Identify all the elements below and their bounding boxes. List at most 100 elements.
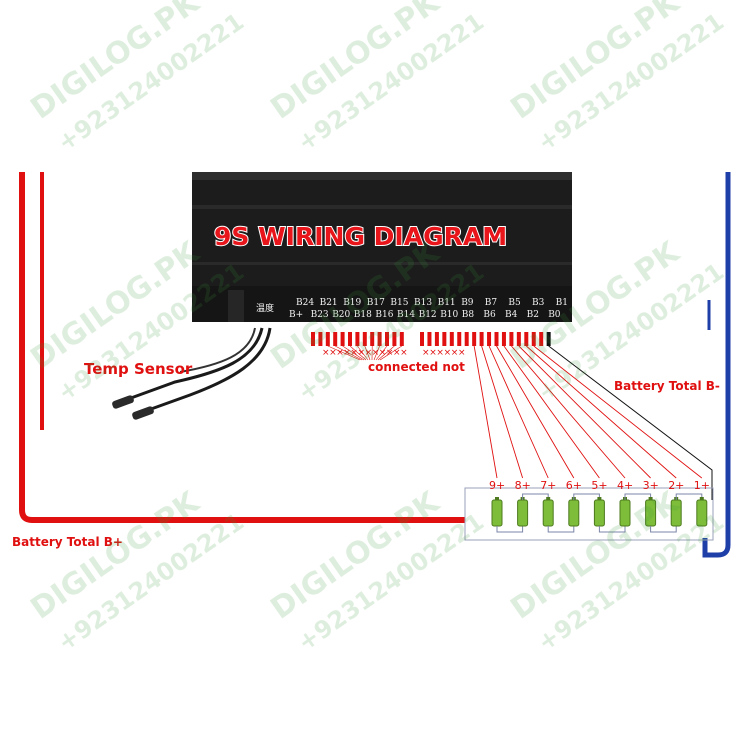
x-mark: × (422, 348, 430, 358)
pin-label-bottom: B2 (527, 310, 539, 320)
connector-pin (311, 332, 315, 346)
pin-label-bottom: B6 (483, 310, 496, 320)
x-mark: × (350, 348, 358, 358)
balance-wire (503, 345, 600, 479)
cell-label: 4+ (617, 479, 633, 492)
cell-label: 5+ (591, 479, 607, 492)
nc-stub (335, 345, 363, 361)
nc-stub (377, 345, 395, 361)
pin-label-bottom: B23 (311, 310, 329, 320)
connector-pin (509, 332, 514, 346)
pin-label-bottom: B18 (354, 310, 372, 320)
pin-label-bottom: B4 (505, 310, 518, 320)
nc-stub (364, 345, 371, 361)
cell-label: 1+ (694, 479, 710, 492)
connector-pin (420, 332, 424, 346)
x-mark: × (400, 348, 408, 358)
balance-wire (496, 345, 575, 479)
connector-pin (325, 332, 330, 346)
x-mark: × (329, 348, 337, 358)
connector-pin (546, 332, 551, 346)
connector-pin (479, 332, 484, 346)
positive-main-wire (19, 172, 465, 523)
pin-label-top: B13 (414, 298, 432, 308)
battery-cell (593, 499, 605, 527)
connector-pin (442, 332, 447, 346)
pin-label-bottom: B12 (419, 310, 437, 320)
cell-label: 8+ (515, 479, 531, 492)
pin-label-top: B24 (296, 298, 314, 308)
balance-connector (311, 332, 551, 346)
connector-pin (392, 332, 397, 346)
series-link (573, 493, 600, 500)
balance-wire (481, 345, 524, 479)
pin-label-top: B9 (461, 298, 474, 308)
connector-pin (472, 332, 477, 346)
cell-label: 7+ (540, 479, 556, 492)
temp-port-label: 温度 (256, 302, 274, 314)
x-mark: × (436, 348, 444, 358)
battery-cell (542, 499, 554, 527)
x-mark: × (336, 348, 344, 358)
total-positive-label: Battery Total B+ (12, 535, 123, 549)
cell-label: 9+ (489, 479, 505, 492)
battery-cell (491, 499, 503, 527)
connector-pin (399, 332, 404, 346)
series-link (547, 526, 575, 533)
nc-stub (349, 345, 367, 361)
cell-terminal (648, 497, 653, 500)
x-mark: × (393, 348, 401, 358)
connector-pin (516, 332, 521, 346)
series-link (522, 493, 549, 500)
pin-label-bottom: B10 (440, 310, 458, 320)
connector-pin (464, 332, 469, 346)
nc-stub (379, 345, 402, 361)
not-connected-label: connected not (368, 360, 465, 374)
battery-cell (568, 499, 580, 527)
cell-terminal (546, 497, 551, 500)
x-mark: × (372, 348, 380, 358)
temp-sensor-label: Temp Sensor (84, 360, 193, 378)
balance-wires (327, 345, 713, 500)
series-link (650, 526, 677, 533)
connector-pin (355, 332, 360, 346)
pin-label-bottom: B+ (289, 310, 303, 320)
x-mark: × (358, 348, 366, 358)
pin-label-top: B11 (438, 298, 456, 308)
balance-wire (518, 345, 651, 479)
series-link (598, 526, 626, 533)
pin-label-top: B19 (343, 298, 361, 308)
x-mark: × (386, 348, 394, 358)
x-mark: × (379, 348, 387, 358)
series-link (496, 526, 524, 533)
cell-terminal (495, 497, 499, 500)
pin-label-top: B21 (320, 298, 338, 308)
connector-pin (449, 332, 454, 346)
temp-probe-1 (112, 395, 134, 409)
pin-label-top: B17 (367, 298, 385, 308)
pin-label-bottom: B16 (375, 310, 393, 320)
nc-stub (373, 345, 380, 361)
diagram-title: 9S WIRING DIAGRAM (214, 222, 507, 251)
pin-label-top: B5 (508, 298, 521, 308)
cell-label: 3+ (643, 479, 659, 492)
connector-pin (501, 332, 506, 346)
pin-label-bottom: B8 (462, 310, 475, 320)
connector-pin (457, 332, 462, 346)
connector-pin (524, 332, 529, 346)
cell-terminal (699, 497, 704, 500)
cell-label: 2+ (668, 479, 684, 492)
temp-sensor-wires (112, 327, 272, 420)
x-mark: × (365, 348, 373, 358)
temp-probe-2 (132, 406, 154, 420)
pin-label-top: B3 (532, 298, 545, 308)
nc-stub (342, 345, 365, 361)
pin-label-top: B15 (390, 298, 408, 308)
pin-label-top: B7 (485, 298, 498, 308)
connector-pin (318, 332, 323, 346)
total-negative-label: Battery Total B- (614, 379, 720, 393)
x-mark: × (458, 348, 466, 358)
